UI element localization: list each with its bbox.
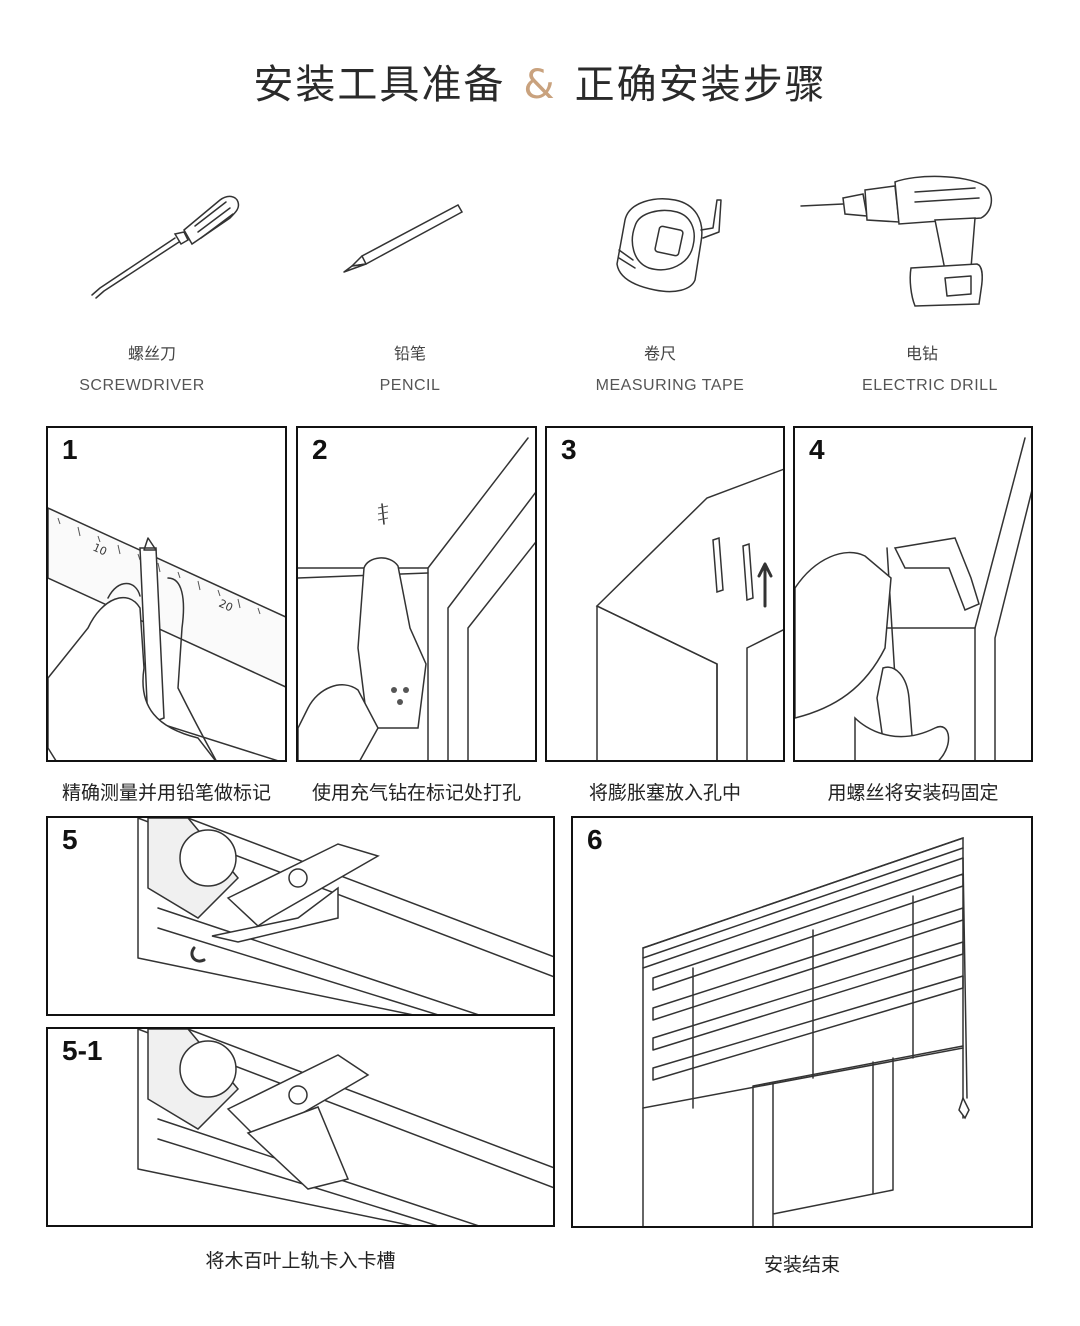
ruler-mark: 10	[91, 541, 109, 559]
step-panel-6: 6	[571, 816, 1033, 1228]
page-title: 安装工具准备&正确安装步骤	[0, 52, 1080, 110]
step-panel-1: 10 20 1	[46, 426, 287, 762]
tool-label-en: MEASURING TAPE	[595, 377, 745, 394]
step-number: 3	[561, 434, 577, 465]
step-panel-5: 5	[46, 816, 555, 1016]
tool-label-cn: 螺丝刀	[127, 344, 176, 363]
step-caption: 用螺丝将安装码固定	[827, 782, 999, 804]
tool-label-cn: 卷尺	[643, 344, 676, 363]
title-left: 安装工具准备	[253, 62, 506, 108]
pencil-icon	[340, 200, 470, 280]
ruler-mark: 20	[217, 597, 235, 615]
title-ampersand: &	[523, 62, 557, 108]
step-number: 5	[62, 824, 78, 855]
tool-label-en: ELECTRIC DRILL	[862, 377, 998, 394]
step-panel-2: 2	[296, 426, 537, 762]
electric-drill-icon	[795, 172, 1005, 312]
step-number: 6	[587, 824, 603, 855]
title-right: 正确安装步骤	[574, 62, 827, 108]
step-caption: 将膨胀塞放入孔中	[588, 782, 741, 804]
step-caption: 使用充气钻在标记处打孔	[311, 782, 521, 804]
step-panel-3: 3	[545, 426, 785, 762]
screwdriver-icon	[80, 170, 280, 310]
step-number: 2	[312, 434, 328, 465]
step-number: 1	[62, 434, 78, 465]
step-number: 4	[809, 434, 825, 465]
tool-label-en: PENCIL	[379, 377, 441, 394]
step-panel-5-1: 5-1	[46, 1027, 555, 1227]
tool-label-cn: 铅笔	[393, 344, 426, 363]
step-caption: 安装结束	[763, 1254, 840, 1276]
step-panel-4: 4	[793, 426, 1033, 762]
step-caption: 精确测量并用铅笔做标记	[61, 782, 271, 804]
step-number: 5-1	[62, 1035, 103, 1066]
measuring-tape-icon	[605, 190, 735, 300]
step-caption: 将木百叶上轨卡入卡槽	[205, 1250, 396, 1272]
tool-label-en: SCREWDRIVER	[79, 377, 205, 394]
tool-label-cn: 电钻	[905, 344, 938, 363]
